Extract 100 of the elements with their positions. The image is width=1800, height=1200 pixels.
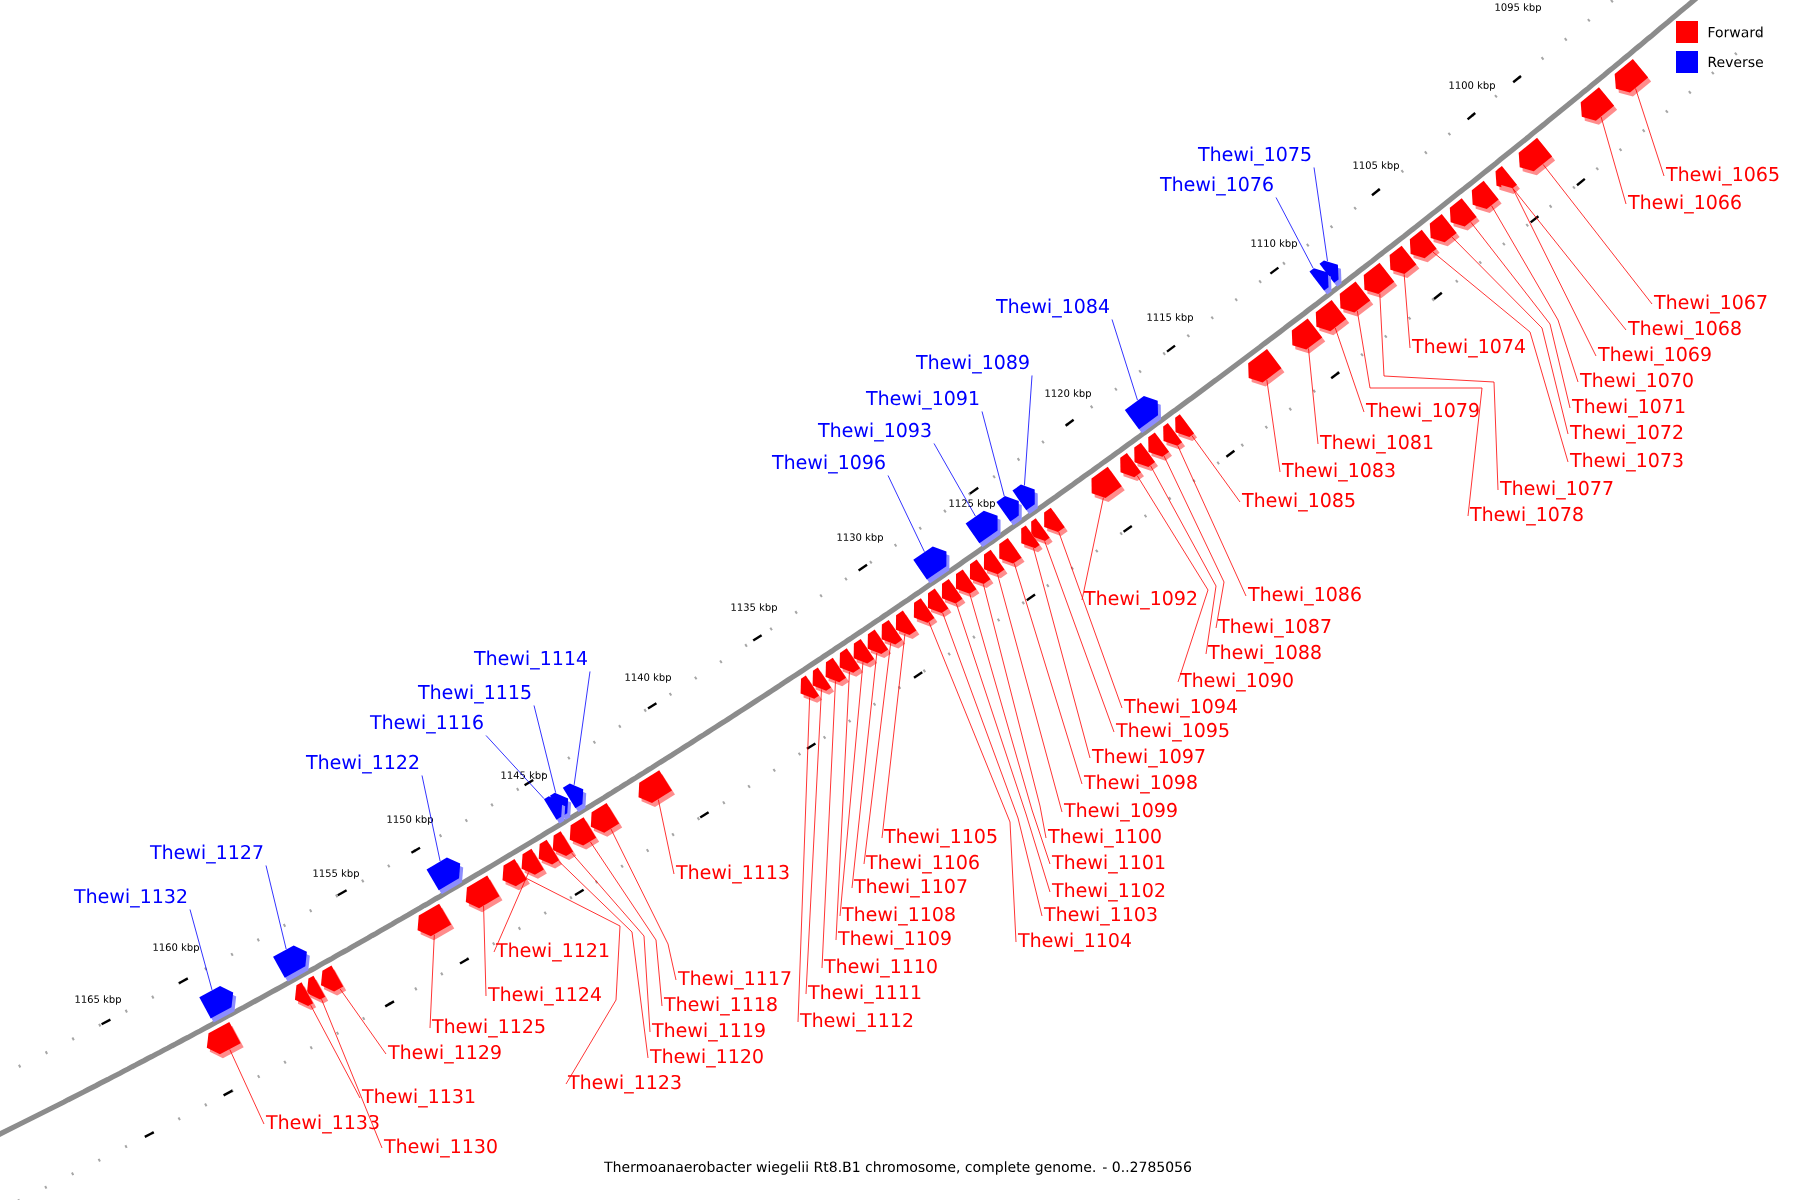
gene-block	[1363, 262, 1398, 298]
gene-label: Thewi_1093	[817, 422, 931, 442]
gene-block	[927, 588, 952, 617]
leader-line	[1470, 221, 1571, 409]
gene-label: Thewi_1116	[369, 714, 483, 734]
gene-label: Thewi_1108	[841, 906, 955, 926]
gene-block	[417, 903, 455, 941]
leader-line	[339, 988, 387, 1055]
gene-label: Thewi_1106	[865, 854, 979, 874]
gene-label: Thewi_1122	[305, 754, 419, 774]
gene-label: Thewi_1123	[567, 1074, 681, 1094]
leader-line	[942, 612, 1043, 917]
leader-line	[1403, 273, 1411, 349]
gene-block	[867, 629, 892, 659]
gene-block	[1175, 414, 1198, 441]
gene-block	[800, 675, 823, 703]
leader-line	[1081, 497, 1104, 601]
leader-line	[1266, 379, 1281, 473]
gene-block	[881, 620, 906, 649]
gene-label: Thewi_1098	[1083, 774, 1197, 794]
leader-line	[1191, 435, 1241, 503]
gene-label: Thewi_1092	[1083, 590, 1197, 610]
gene-block	[465, 875, 503, 913]
gene-label: Thewi_1121	[495, 942, 609, 962]
gene-block	[1021, 525, 1043, 553]
gene-block	[895, 610, 920, 640]
gene-label: Thewi_1117	[677, 970, 791, 990]
leader-line	[1432, 251, 1569, 463]
leader-line	[321, 998, 383, 1149]
gene-block	[590, 803, 623, 837]
leader-line	[1542, 164, 1653, 305]
leader-line	[805, 689, 822, 995]
gene-block	[853, 638, 878, 668]
gene-label: Thewi_1071	[1571, 398, 1685, 418]
gene-label: Thewi_1104	[1017, 932, 1131, 952]
leader-line	[1635, 88, 1665, 177]
leader-line	[1356, 310, 1483, 517]
gene-block	[1471, 180, 1502, 213]
leader-line	[821, 680, 836, 969]
gene-block	[538, 839, 563, 869]
gene-block	[1614, 59, 1652, 97]
gene-label: Thewi_1125	[431, 1018, 545, 1038]
gene-label: Thewi_1090	[1179, 672, 1293, 692]
leader-line	[1491, 205, 1579, 383]
gene-label: Thewi_1069	[1597, 346, 1711, 366]
gene-block	[1091, 466, 1125, 502]
gene-block	[999, 538, 1025, 568]
gene-label: Thewi_1088	[1207, 644, 1321, 664]
leader-line	[955, 603, 1051, 893]
gene-block	[543, 796, 566, 824]
gene-label: Thewi_1095	[1115, 722, 1229, 742]
gene-block	[638, 770, 675, 808]
leader-line	[851, 652, 878, 889]
leader-line	[189, 909, 213, 991]
gene-label: Thewi_1100	[1047, 828, 1161, 848]
gene-block	[1044, 507, 1068, 536]
leader-line	[969, 593, 1051, 865]
gene-label: Thewi_1067	[1653, 294, 1767, 314]
leader-line	[573, 671, 591, 786]
gene-label: Thewi_1094	[1123, 698, 1237, 718]
leader-line	[229, 1049, 265, 1125]
gene-label: Thewi_1086	[1247, 586, 1361, 606]
gene-block	[1389, 245, 1420, 278]
gene-label: Thewi_1068	[1627, 320, 1741, 340]
gene-block	[1248, 349, 1285, 387]
gene-label: Thewi_1118	[663, 996, 777, 1016]
gene-label: Thewi_1110	[823, 958, 937, 978]
leader-line	[1044, 540, 1115, 733]
gene-label: Thewi_1081	[1319, 434, 1433, 454]
leader-line	[835, 671, 850, 941]
leader-line	[881, 633, 906, 839]
leader-line	[429, 934, 435, 1029]
leader-line	[610, 828, 677, 981]
leader-line	[1334, 327, 1365, 413]
leader-line	[1313, 167, 1328, 262]
leader-line	[657, 799, 675, 875]
gene-label: Thewi_1077	[1499, 480, 1613, 500]
gene-label: Thewi_1079	[1365, 402, 1479, 422]
gene-label: Thewi_1133	[265, 1114, 379, 1134]
gene-label: Thewi_1099	[1063, 802, 1177, 822]
gene-block	[294, 982, 317, 1011]
gene-label: Thewi_1115	[417, 684, 531, 704]
gene-block	[913, 546, 950, 584]
leader-line	[265, 865, 287, 950]
leader-line	[1033, 547, 1091, 759]
gene-block	[965, 510, 1001, 548]
gene-block	[1120, 452, 1144, 482]
gene-label: Thewi_1085	[1241, 492, 1355, 512]
leader-line	[797, 697, 811, 1023]
gene-block	[983, 549, 1008, 579]
leader-line	[1512, 188, 1597, 357]
leader-line	[493, 872, 529, 953]
gene-block	[1124, 395, 1161, 434]
leader-line	[571, 852, 651, 1033]
leader-line	[485, 735, 545, 800]
gene-label: Thewi_1076	[1159, 176, 1273, 196]
leader-line	[1136, 475, 1209, 683]
leader-line	[1150, 465, 1217, 655]
leader-line	[310, 1004, 361, 1099]
leader-line	[1024, 375, 1033, 486]
